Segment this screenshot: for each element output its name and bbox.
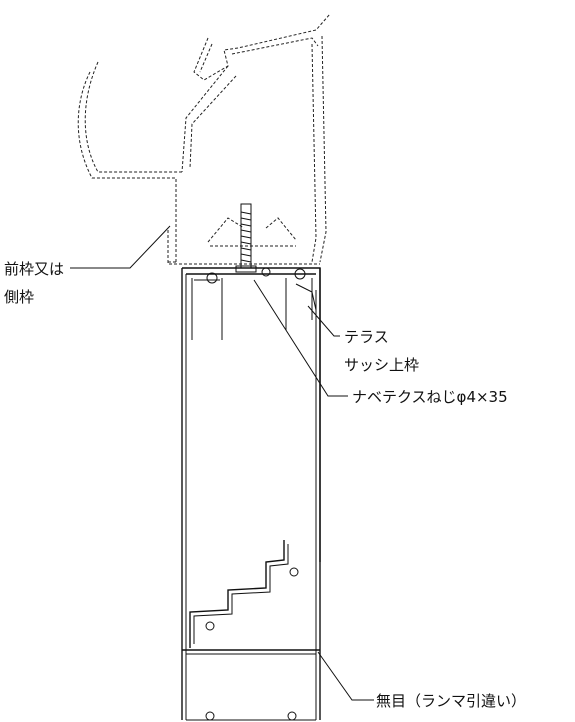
sash-top-frame [182, 267, 321, 562]
label-mumoku: 無目（ランマ引違い） [376, 692, 526, 710]
label-screw: ナベテクスねじφ4×35 [352, 388, 508, 406]
existing-frame-outline [77, 13, 331, 265]
label-terrace: テラス [344, 328, 389, 346]
label-side-frame: 側枠 [4, 288, 34, 306]
sash-body [181, 268, 321, 720]
label-sash-top-frame: サッシ上枠 [344, 356, 419, 374]
mumoku-profile [182, 540, 320, 721]
screw [235, 203, 257, 273]
leader-lines [70, 225, 374, 701]
label-front-frame: 前枠又は [4, 260, 64, 278]
